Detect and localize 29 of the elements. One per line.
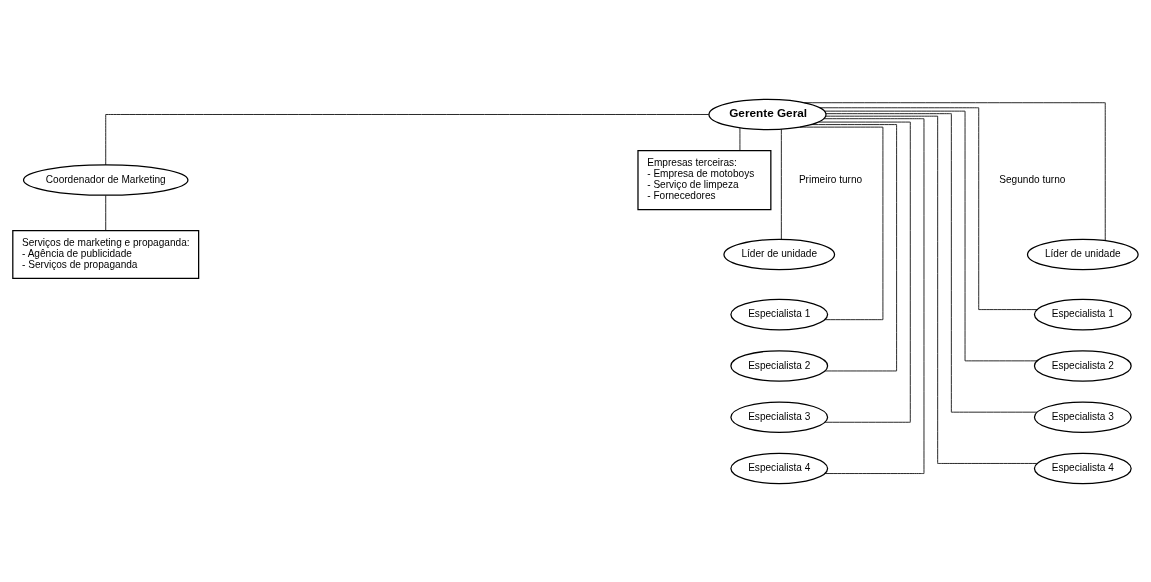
connector	[739, 127, 741, 151]
node-ellipse: Especialista 4	[1033, 452, 1132, 484]
connector	[825, 115, 1038, 464]
connector	[823, 117, 925, 474]
connector	[105, 194, 107, 231]
node-ellipse: Especialista 3	[1033, 400, 1132, 433]
node-ellipse: Especialista 3	[730, 400, 829, 433]
node-ellipse: Especialista 1	[1033, 298, 1132, 330]
connector	[105, 113, 710, 165]
label: Primeiro turno	[798, 173, 863, 185]
node-ellipse: Especialista 2	[730, 349, 829, 382]
connector	[817, 121, 911, 423]
node-ellipse: Especialista 4	[730, 452, 829, 484]
connector	[824, 110, 1038, 361]
connector	[803, 101, 1106, 241]
connector	[780, 128, 782, 240]
node-ellipse: Líder de unidade	[723, 238, 836, 270]
connector	[810, 123, 897, 371]
connector	[825, 112, 1038, 413]
label: Segundo turno	[999, 173, 1066, 185]
node-ellipse: Líder de unidade	[1026, 238, 1139, 270]
node-ellipse: Gerente Geral	[708, 98, 827, 130]
node-box: Serviços de marketing e propaganda: - Agência de publicidade - Serviços de propaganda	[12, 229, 200, 279]
node-ellipse: Especialista 1	[730, 298, 829, 330]
node-box: Empresas terceiras: - Empresa de motoboys - Serviço de limpeza - Fornecedores	[637, 149, 772, 210]
connector	[819, 106, 1038, 310]
node-ellipse: Especialista 2	[1033, 349, 1132, 382]
node-ellipse: Coordenador de Marketing	[22, 163, 189, 196]
connector	[799, 126, 884, 320]
